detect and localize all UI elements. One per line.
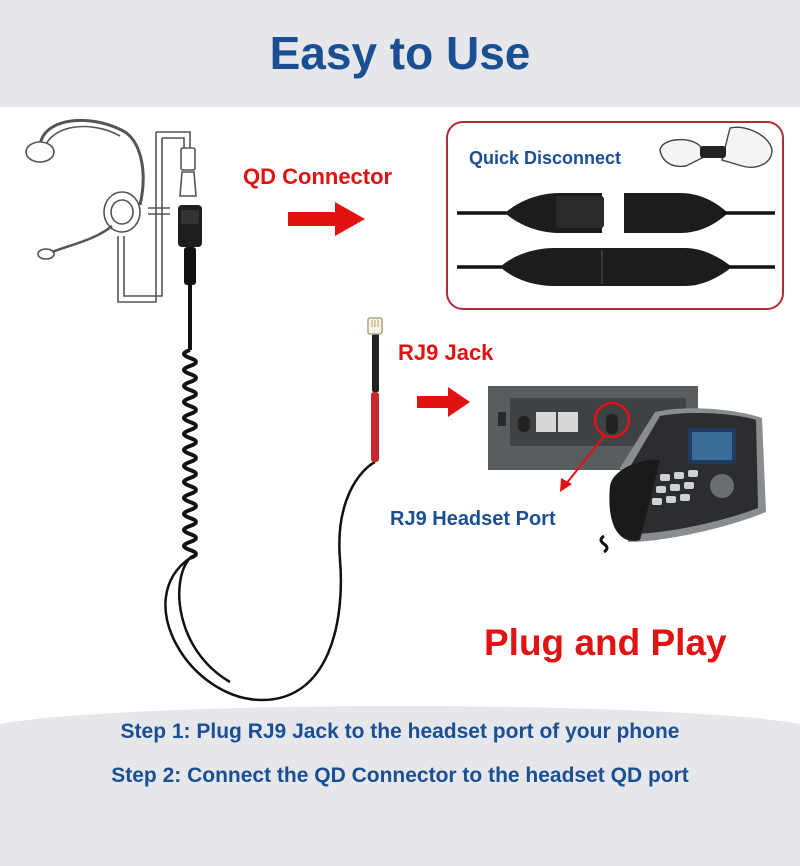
rj9-plug-icon — [367, 317, 383, 335]
qd-connector-photo — [457, 193, 775, 286]
qd-cable-icon — [164, 205, 379, 702]
qd-connector-label: QD Connector — [243, 164, 393, 189]
arrow-right-icon — [288, 202, 470, 417]
illustration — [25, 118, 784, 702]
step-2-text: Step 2: Connect the QD Connector to the … — [111, 764, 689, 787]
ip-phone-icon — [599, 408, 766, 554]
rj9-jack-label: RJ9 Jack — [398, 340, 494, 365]
plug-and-play-label: Plug and Play — [484, 622, 727, 663]
header-band — [0, 0, 800, 107]
headset-icon — [25, 118, 197, 303]
quick-disconnect-label: Quick Disconnect — [469, 148, 622, 168]
step-1-text: Step 1: Plug RJ9 Jack to the headset por… — [120, 720, 680, 743]
rj9-headset-port-label: RJ9 Headset Port — [390, 508, 556, 530]
page-title: Easy to Use — [269, 27, 531, 79]
hands-icon — [659, 126, 773, 168]
